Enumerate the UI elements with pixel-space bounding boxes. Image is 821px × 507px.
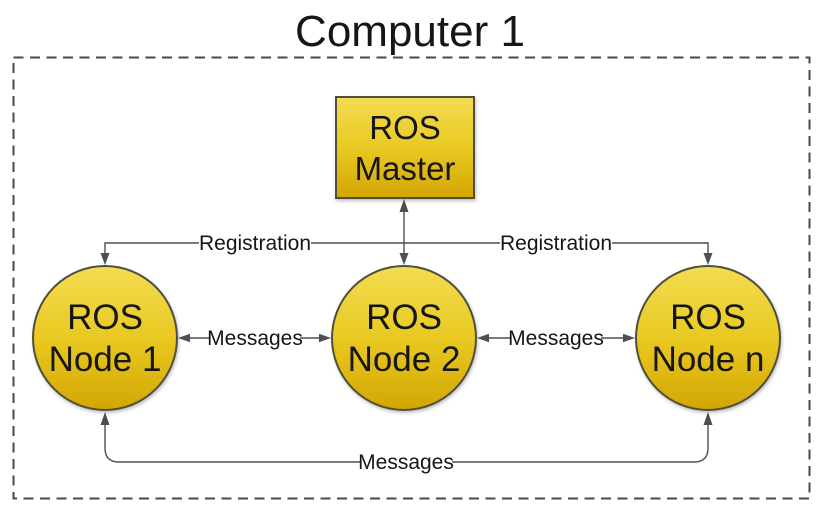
arrowhead-into-node1-bottom [100,412,110,425]
messages-right-label: Messages [508,327,604,350]
arrowhead-into-node-n-bottom [703,412,713,425]
ros-node-n-label-line2: Node n [652,340,765,379]
registration-left-text: Registration [199,232,311,255]
label-background [511,328,601,348]
label-background [500,233,612,254]
computer-boundary-box [12,56,811,500]
registration-left-label: Registration [199,232,311,255]
ros-master-label-line2: Master [355,150,456,187]
ros-master-box [335,96,475,199]
ros-node2-circle [331,265,477,411]
node-ros-master: ROS Master [335,96,475,199]
diagram-title: Computer 1 [295,7,525,56]
ros-node-n-label-line1: ROS [670,298,746,337]
arrowhead-into-node2-top [399,253,409,265]
arrowhead-into-node1-top [100,253,110,265]
messages-left-label: Messages [207,327,303,350]
node-ros-node-n: ROS Node n [635,265,781,411]
messages-left-text: Messages [207,327,303,350]
messages-right-text: Messages [508,327,604,350]
ros-node-n-circle [635,265,781,411]
arrowhead-into-node2-left [319,333,331,343]
ros-node1-circle [32,265,178,411]
arrowhead-into-master-bottom [399,199,409,212]
arrowhead-into-node2-right [477,333,489,343]
ros-node2-label-line1: ROS [366,298,442,337]
label-background [210,328,300,348]
ros-node1-label-line2: Node 1 [49,340,162,379]
arrowhead-into-node-n-left [623,333,635,343]
registration-edge-line [104,242,709,253]
ros-node2-label-line2: Node 2 [348,340,461,379]
ros-master-label-line1: ROS [369,109,441,146]
label-background [199,233,311,254]
arrowhead-into-node1-right [178,333,190,343]
ros-node1-label-line1: ROS [67,298,143,337]
arrowhead-into-node-n-top [703,253,713,265]
registration-right-label: Registration [500,232,612,255]
messages-bottom-text: Messages [358,451,454,474]
node-ros-node1: ROS Node 1 [32,265,178,411]
label-background [360,452,452,472]
messages-bottom-label: Messages [358,451,454,474]
registration-right-text: Registration [500,232,612,255]
node-ros-node2: ROS Node 2 [331,265,477,411]
